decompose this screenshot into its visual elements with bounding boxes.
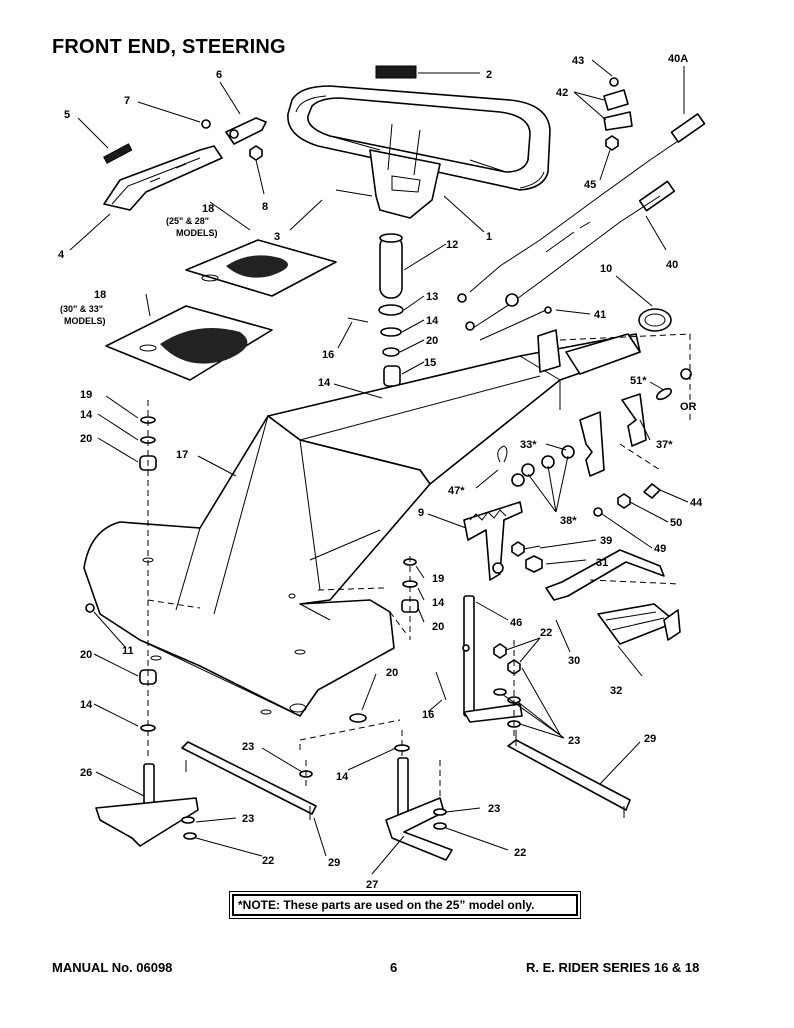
callout-29-right: 29 — [644, 733, 656, 745]
callout-45: 45 — [584, 179, 596, 191]
callout-46: 46 — [510, 617, 522, 629]
callout-40a: 40A — [668, 53, 688, 65]
callout-5: 5 — [64, 109, 70, 121]
handle-grip — [103, 143, 133, 164]
callout-27: 27 — [366, 879, 378, 891]
callout-41: 41 — [594, 309, 606, 321]
callout-14-left-low: 14 — [80, 699, 93, 711]
callout-14-top: 14 — [426, 315, 439, 327]
callout-19-right: 19 — [432, 573, 444, 585]
page-title: FRONT END, STEERING — [52, 36, 286, 58]
callout-18-small: 18 — [202, 203, 214, 215]
callout-17: 17 — [176, 449, 188, 461]
callout-20-right: 20 — [432, 621, 444, 633]
callout-9: 9 — [418, 507, 424, 519]
callout-26: 26 — [80, 767, 92, 779]
sector-gear — [463, 445, 523, 581]
callout-1: 1 — [486, 231, 492, 243]
callout-23-a: 23 — [568, 735, 580, 747]
callout-6: 6 — [216, 69, 222, 81]
callout-18-small-sub1: (25" & 28" — [166, 216, 209, 226]
callout-13: 13 — [426, 291, 438, 303]
lower-hardware — [181, 770, 447, 840]
callout-16-low: 16 — [422, 709, 434, 721]
callout-44: 44 — [690, 497, 703, 509]
callout-12: 12 — [446, 239, 458, 251]
callout-20-left-low: 20 — [80, 649, 92, 661]
callout-19-left: 19 — [80, 389, 92, 401]
page-number: 6 — [390, 960, 398, 975]
callout-14-mid: 14 — [318, 377, 331, 389]
tie-rod-right — [507, 730, 631, 818]
callout-14-right: 14 — [432, 597, 445, 609]
front-chassis — [83, 415, 431, 717]
callout-32: 32 — [610, 685, 622, 697]
bolts-39-31 — [511, 541, 543, 573]
callout-30: 30 — [568, 655, 580, 667]
callout-or: OR — [680, 401, 697, 413]
callout-14-center: 14 — [336, 771, 349, 783]
callout-23-b: 23 — [242, 741, 254, 753]
callout-labels: 1 2 3 4 5 6 7 8 9 10 11 12 13 14 20 15 1… — [58, 53, 703, 891]
right-spindle — [385, 744, 453, 861]
callout-39: 39 — [600, 535, 612, 547]
callout-4: 4 — [58, 249, 65, 261]
callout-18-small-sub2: MODELS) — [176, 228, 218, 238]
callout-29-left: 29 — [328, 857, 340, 869]
callout-22-a: 22 — [540, 627, 552, 639]
callout-23-c: 23 — [242, 813, 254, 825]
callout-20-top: 20 — [426, 335, 438, 347]
callout-50: 50 — [670, 517, 682, 529]
left-spindle — [95, 763, 199, 847]
callout-23-d: 23 — [488, 803, 500, 815]
steering-wheel — [287, 85, 551, 219]
callout-7: 7 — [124, 95, 130, 107]
callout-42: 42 — [556, 87, 568, 99]
reference-lines — [147, 333, 691, 800]
pivot-plates — [511, 368, 692, 517]
lift-handle-assembly — [103, 117, 267, 211]
callout-33: 33* — [520, 439, 537, 451]
callout-31: 31 — [596, 557, 608, 569]
callout-2: 2 — [486, 69, 492, 81]
callout-43: 43 — [572, 55, 584, 67]
callout-22-b: 22 — [262, 855, 274, 867]
callout-20-left: 20 — [80, 433, 92, 445]
floor-mat-large — [105, 305, 273, 381]
callout-18-large-sub1: (30" & 33" — [60, 304, 103, 314]
callout-37: 37* — [656, 439, 673, 451]
callout-51: 51* — [630, 375, 647, 387]
callout-11: 11 — [122, 645, 134, 657]
manual-number: MANUAL No. 06098 — [52, 960, 173, 975]
center-spindle — [435, 595, 523, 723]
callout-3: 3 — [274, 231, 280, 243]
wheel-decal — [375, 65, 480, 79]
steering-shaft-bushings — [335, 189, 404, 402]
callout-47: 47* — [448, 485, 465, 497]
callout-22-c: 22 — [514, 847, 526, 859]
callout-40: 40 — [666, 259, 678, 271]
callout-49: 49 — [654, 543, 666, 555]
callout-14-left: 14 — [80, 409, 93, 421]
model-note: *NOTE: These parts are used on the 25” m… — [229, 891, 581, 919]
leader-lines — [69, 59, 689, 875]
callout-8: 8 — [262, 201, 268, 213]
callout-15: 15 — [424, 357, 436, 369]
floor-mat-small — [185, 239, 337, 297]
callout-38: 38* — [560, 515, 577, 527]
pedal-crank — [545, 549, 681, 645]
callout-20-center: 20 — [386, 667, 398, 679]
callout-18-large: 18 — [94, 289, 106, 301]
callout-10: 10 — [600, 263, 612, 275]
tie-rod-left — [181, 741, 317, 820]
control-cables — [457, 77, 706, 341]
callout-16-top: 16 — [322, 349, 334, 361]
callout-18-large-sub2: MODELS) — [64, 316, 106, 326]
series-name: R. E. RIDER SERIES 16 & 18 — [526, 960, 700, 975]
